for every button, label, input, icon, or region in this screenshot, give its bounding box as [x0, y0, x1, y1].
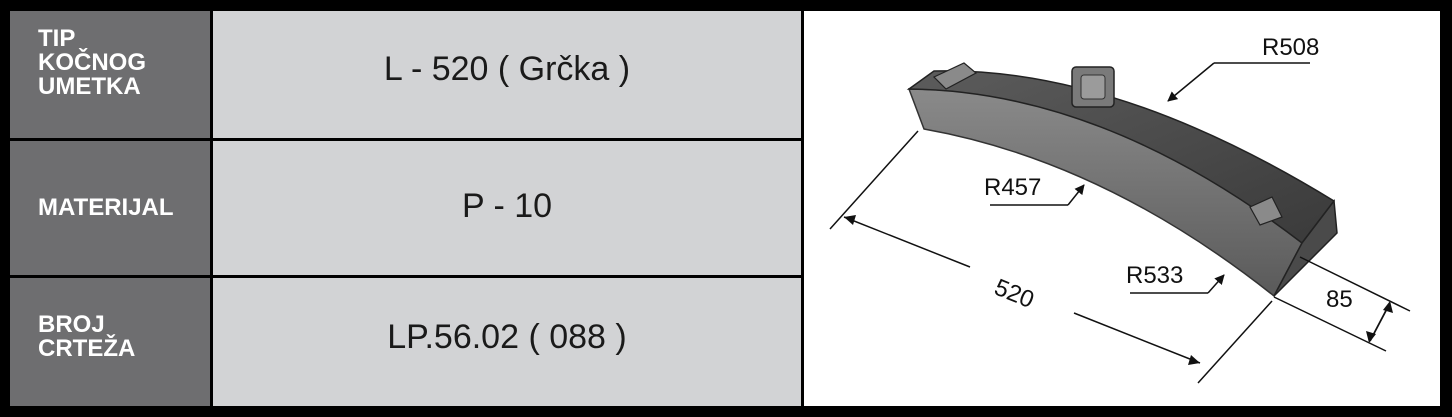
label-drawing-number: BROJ CRTEŽA	[10, 278, 210, 406]
dim-r457-label: R457	[984, 174, 1041, 201]
value-brake-insert-type: L - 520 ( Grčka )	[213, 11, 801, 138]
dim-width-label: 85	[1326, 286, 1353, 313]
label-material: MATERIJAL	[10, 141, 210, 275]
value-text: LP.56.02 ( 088 )	[387, 317, 627, 356]
shoe-end-face	[1273, 199, 1338, 297]
label-line: UMETKA	[38, 72, 141, 100]
brake-shoe-drawing: 520 85 R508 R457 R533	[804, 11, 1440, 406]
value-material: P - 10	[213, 141, 801, 275]
label-line: TIP	[38, 24, 76, 52]
dim-r508-label: R508	[1262, 34, 1319, 61]
value-text: P - 10	[461, 186, 553, 225]
shoe-end-lug-right	[1249, 196, 1283, 226]
label-line: MATERIJAL	[38, 194, 174, 221]
value-text: L - 520 ( Grčka )	[383, 50, 631, 88]
label-line: CRTEŽA	[38, 335, 136, 362]
shoe-end-lug-left	[932, 62, 978, 90]
label-line: KOČNOG	[38, 48, 146, 76]
label-line: BROJ	[38, 311, 105, 338]
value-drawing-number: LP.56.02 ( 088 )	[213, 278, 801, 406]
dim-length-label: 520	[991, 274, 1038, 314]
brake-shoe-svg: 520 85 R508 R457 R533	[829, 34, 1411, 384]
dim-r533-label: R533	[1126, 262, 1183, 289]
label-brake-insert-type: TIP KOČNOG UMETKA	[10, 11, 210, 138]
